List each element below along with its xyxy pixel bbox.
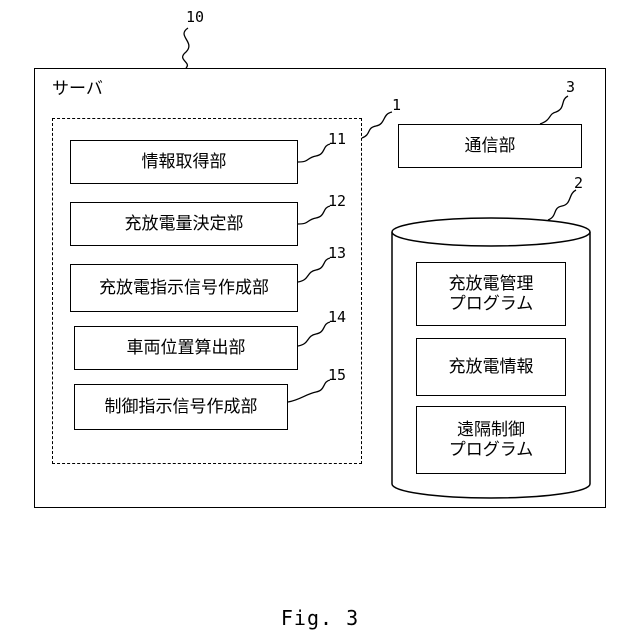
ref-14: 14 bbox=[328, 308, 346, 326]
storage-item-label-3: 遠隔制御 プログラム bbox=[449, 420, 534, 461]
storage-item-label-1: 充放電管理 プログラム bbox=[449, 274, 534, 315]
ref-12: 12 bbox=[328, 192, 346, 210]
figure-caption: Fig. 3 bbox=[0, 606, 640, 630]
storage-item-charge-info: 充放電情報 bbox=[416, 338, 566, 396]
ref-3: 3 bbox=[566, 78, 575, 96]
storage-cylinder-top bbox=[392, 218, 590, 246]
storage-item-remote-program: 遠隔制御 プログラム bbox=[416, 406, 566, 474]
ref-10: 10 bbox=[186, 8, 204, 26]
storage-item-charge-program: 充放電管理 プログラム bbox=[416, 262, 566, 326]
ref-11: 11 bbox=[328, 130, 346, 148]
ref-1: 1 bbox=[392, 96, 401, 114]
ref-13: 13 bbox=[328, 244, 346, 262]
storage-item-label-2: 充放電情報 bbox=[449, 357, 534, 377]
ref-2: 2 bbox=[574, 174, 583, 192]
ref-15: 15 bbox=[328, 366, 346, 384]
